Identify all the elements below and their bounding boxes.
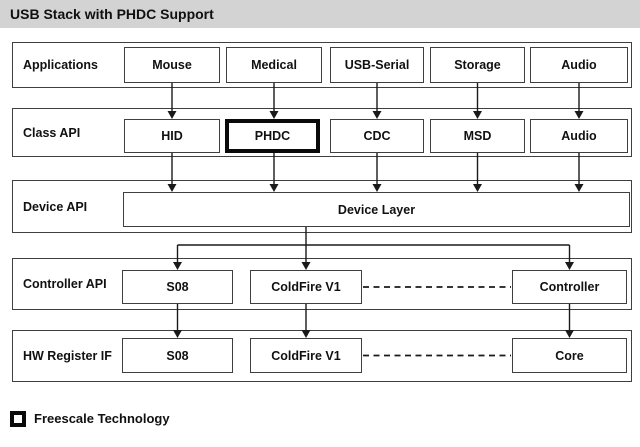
row-applications: Applications bbox=[12, 42, 632, 88]
box-class-hid: HID bbox=[124, 119, 220, 153]
row-label-controller-api: Controller API bbox=[23, 277, 107, 291]
freescale-highlight-swatch-icon bbox=[10, 411, 26, 427]
row-label-class-api: Class API bbox=[23, 125, 81, 140]
box-app-medical: Medical bbox=[226, 47, 322, 83]
row-label-applications: Applications bbox=[23, 58, 99, 72]
box-class-msd: MSD bbox=[430, 119, 525, 153]
box-app-audio: Audio bbox=[530, 47, 628, 83]
box-device-layer: Device Layer bbox=[123, 192, 630, 227]
legend-label: Freescale Technology bbox=[34, 411, 170, 426]
box-app-mouse: Mouse bbox=[124, 47, 220, 83]
row-class-api: Class API bbox=[12, 108, 632, 157]
box-class-audio: Audio bbox=[530, 119, 628, 153]
box-class-cdc: CDC bbox=[330, 119, 424, 153]
box-app-usb-serial: USB-Serial bbox=[330, 47, 424, 83]
box-controller-coldfire-v1: ColdFire V1 bbox=[250, 270, 362, 304]
row-label-device-api: Device API bbox=[23, 199, 88, 214]
box-hw-coldfire-v1: ColdFire V1 bbox=[250, 338, 362, 373]
box-class-phdc-highlighted: PHDC bbox=[225, 119, 320, 153]
box-controller-controller: Controller bbox=[512, 270, 627, 304]
box-hw-s08: S08 bbox=[122, 338, 233, 373]
box-controller-s08: S08 bbox=[122, 270, 233, 304]
box-hw-core: Core bbox=[512, 338, 627, 373]
box-app-storage: Storage bbox=[430, 47, 525, 83]
diagram-title: USB Stack with PHDC Support bbox=[0, 0, 640, 28]
row-label-hw-register-if: HW Register IF bbox=[23, 349, 112, 363]
